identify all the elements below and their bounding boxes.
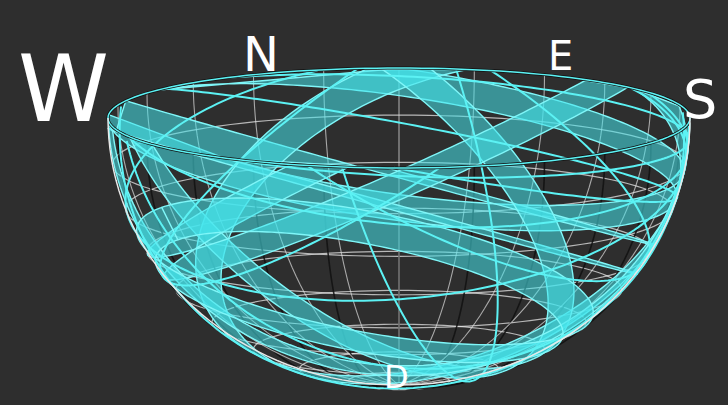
dome-wireframe <box>108 68 690 390</box>
track-line <box>125 71 686 301</box>
track-band <box>137 198 594 362</box>
compass-label: E <box>548 36 573 76</box>
track-bands <box>108 68 690 388</box>
compass-label: N <box>243 30 279 78</box>
dome-rim-track <box>108 68 690 168</box>
track-line <box>129 93 688 228</box>
compass-label: W <box>18 44 109 136</box>
compass-label: S <box>683 73 717 127</box>
track-line <box>222 74 689 177</box>
track-line <box>307 71 650 282</box>
compass-label: D <box>384 361 409 393</box>
dome-outline <box>108 118 690 385</box>
track-line <box>120 106 689 388</box>
track-line <box>163 88 677 202</box>
track-line <box>127 112 684 368</box>
track-line <box>342 69 498 382</box>
dome-rim <box>108 68 690 168</box>
